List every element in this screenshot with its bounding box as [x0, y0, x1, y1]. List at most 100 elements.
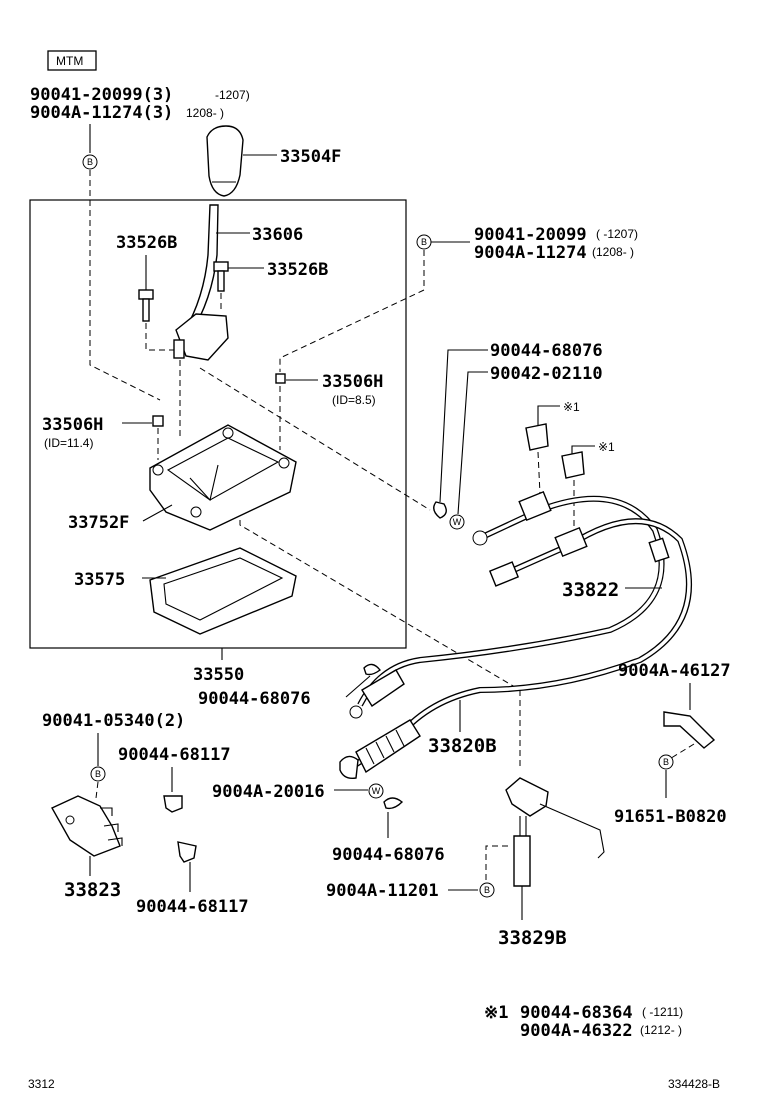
bracket-lower-rod — [539, 803, 605, 859]
gasket-inner — [163, 557, 284, 621]
leader-pin-clip — [439, 349, 488, 503]
circle-w-upper-label: W — [453, 517, 462, 527]
circle-b-bracket — [90, 766, 106, 782]
housing-rib — [189, 464, 219, 502]
pin-clip-label: 90044-68076 — [490, 341, 603, 361]
bushing-left — [152, 415, 164, 427]
cable-a — [357, 495, 665, 707]
cable-a-core — [358, 497, 664, 706]
clip-mid-2-label: 90044-68117 — [136, 897, 249, 917]
circle-w-upper — [449, 514, 465, 530]
shift-knob — [206, 125, 244, 197]
leader-housing — [142, 504, 173, 522]
housing-hole-3 — [278, 457, 290, 469]
cable-b-socket — [488, 561, 520, 587]
clip-mid-2 — [177, 841, 197, 863]
bolt-left-label: 33526B — [116, 233, 177, 253]
cable-b-end — [554, 526, 588, 558]
bracket-lower-post — [513, 835, 531, 887]
code-right: 334428-B — [668, 1077, 720, 1091]
bracket-lower-label: 33829B — [498, 927, 567, 949]
circle-b-lower — [479, 882, 495, 898]
bracket-left — [51, 795, 121, 857]
bushing-right-note: (ID=8.5) — [332, 393, 376, 407]
clip-ref-2 — [561, 451, 585, 479]
assembly-label: 33550 — [193, 665, 244, 685]
top-bolt-label-2: 9004A-11274(3) — [30, 103, 173, 123]
housing-hole-2 — [222, 427, 234, 439]
circle-b-label: B — [87, 157, 93, 167]
top-bolt-label-1: 90041-20099(3) — [30, 85, 173, 105]
gasket — [149, 547, 297, 635]
bracket-bolts-label: 90041-05340(2) — [42, 711, 185, 731]
dash-ref-1 — [537, 451, 541, 495]
bolt-right-lower-label: 91651-B0820 — [614, 807, 727, 827]
bolt-lower-label: 9004A-11201 — [326, 881, 439, 901]
ref-mark-1: ※1 — [563, 400, 580, 414]
dash-bracket-bolts — [95, 781, 99, 799]
knob-label: 33504F — [280, 147, 341, 167]
circle-b-marker — [82, 154, 98, 170]
ref-mark-2: ※1 — [598, 440, 615, 454]
bracket-left-label: 33823 — [64, 879, 121, 901]
clip-lower-label: 90044-68076 — [198, 689, 311, 709]
clip-mid-1-label: 90044-68117 — [118, 745, 231, 765]
footnote-mark: ※1 — [484, 1003, 508, 1023]
housing-inner — [166, 437, 280, 501]
right-bolt-label-2: 9004A-11274 — [474, 243, 587, 263]
lever-label: 33606 — [252, 225, 303, 245]
bracket-lower — [505, 777, 549, 817]
dash-bolt-lower — [485, 845, 512, 880]
code-left: 3312 — [28, 1077, 55, 1091]
leader-clip-lower — [345, 675, 371, 698]
bracket-left-tabs — [100, 807, 123, 846]
dash-top-bolts — [89, 170, 161, 401]
pivot-bushing — [173, 339, 185, 359]
bushing-right-label: 33506H — [322, 372, 383, 392]
dash-clip-right — [667, 743, 695, 761]
bushing-left-label: 33506H — [42, 415, 103, 435]
bushing-right — [275, 373, 286, 384]
gasket-label: 33575 — [74, 570, 125, 590]
cable-b-core — [354, 519, 691, 767]
dash-right-bolts — [279, 250, 425, 372]
bolt-right-shank — [217, 270, 225, 292]
housing-hole-1 — [152, 464, 164, 476]
bolt-right-label: 33526B — [267, 260, 328, 280]
bolt-left — [138, 289, 154, 300]
variant-tag: MTM — [56, 54, 83, 68]
cable-a-boot — [361, 669, 405, 707]
right-bolt-range-1: ( -1207) — [596, 227, 638, 241]
dash-lever-diag — [199, 367, 431, 511]
footnote-range-2: (1212- ) — [640, 1023, 682, 1037]
circle-w-lower — [368, 783, 384, 799]
footnote-line-1: 90044-68364 — [520, 1003, 633, 1023]
clip-lower-2 — [383, 797, 404, 810]
pin-clip — [433, 501, 447, 519]
circle-b-right-lower-label: B — [663, 757, 669, 767]
clip-mid-1 — [163, 795, 183, 813]
right-bolt-range-2: (1208- ) — [592, 245, 634, 259]
bolt-left-shank — [142, 298, 150, 322]
variant-tag-box — [47, 50, 97, 71]
leader-ref-1 — [537, 405, 560, 426]
clip-ref-1 — [525, 423, 549, 451]
assembly-frame — [29, 199, 407, 649]
right-bolt-label-1: 90041-20099 — [474, 225, 587, 245]
footnote-line-2: 9004A-46322 — [520, 1021, 633, 1041]
housing-label: 33752F — [68, 513, 129, 533]
bushing-left-note: (ID=11.4) — [44, 436, 93, 450]
washer-lower-label: 9004A-20016 — [212, 782, 325, 802]
clip-lower-2-label: 90044-68076 — [332, 845, 445, 865]
circle-b-right-label: B — [421, 237, 427, 247]
circle-b-lower-label: B — [484, 885, 490, 895]
cable-a-eye — [472, 530, 488, 546]
circle-w-lower-label: W — [372, 786, 381, 796]
dash-bolt-left — [145, 323, 178, 351]
footnote-range-1: ( -1211) — [642, 1005, 683, 1019]
housing — [149, 424, 297, 531]
top-bolt-range-2: 1208- ) — [186, 106, 224, 120]
cable-a-label: 33822 — [562, 579, 619, 601]
cable-b-lower-eye — [339, 755, 359, 780]
